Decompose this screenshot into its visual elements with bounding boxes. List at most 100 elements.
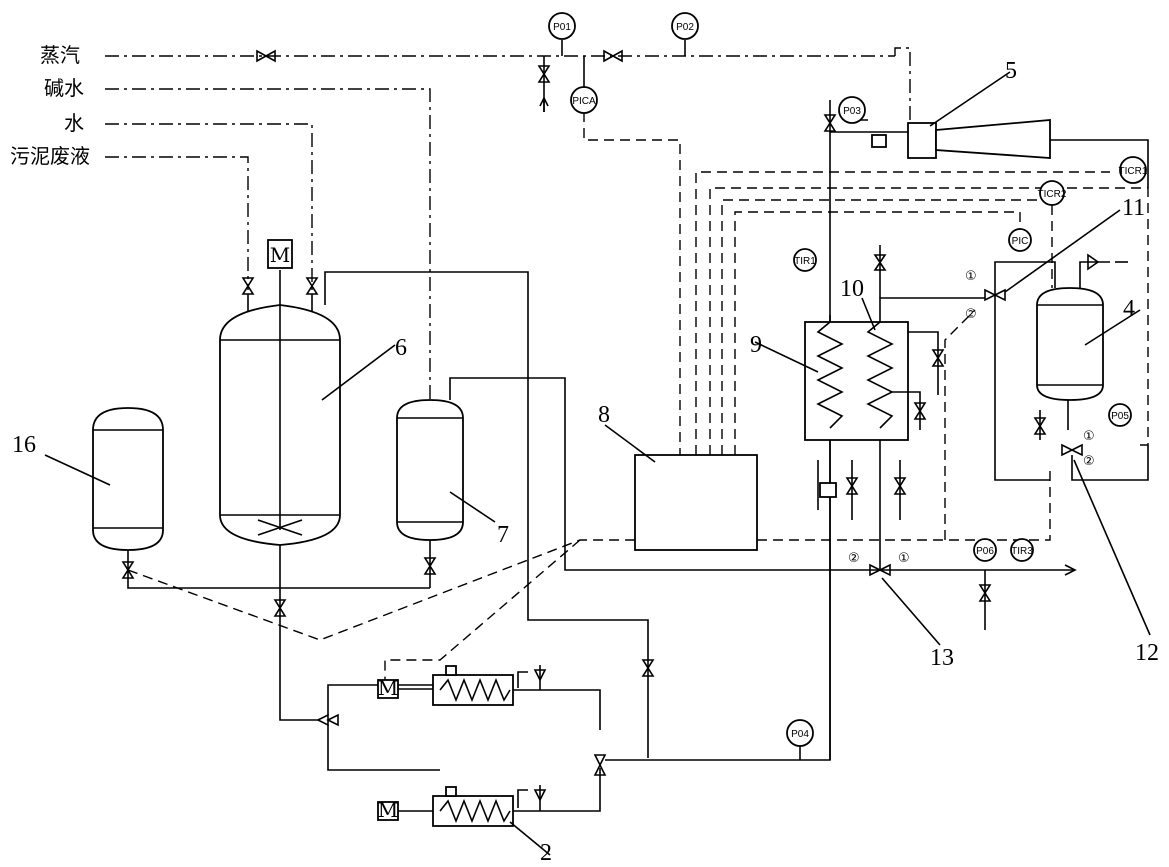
pica-controller [570, 86, 598, 114]
pump-a-relief [517, 671, 528, 688]
p06-label: P06 [976, 546, 994, 557]
steam-drain-arrow [539, 97, 549, 112]
return-valve[interactable] [641, 659, 655, 677]
pump-b-discharge [513, 768, 601, 812]
valve-12[interactable] [1061, 443, 1083, 457]
p05-label: P05 [1111, 411, 1129, 422]
pic-label: PIC [1012, 236, 1029, 247]
agitator-motor [267, 239, 293, 269]
pump-a-screw [439, 677, 511, 703]
p01-gauge [548, 12, 576, 40]
ejector-5: 5 TICR1 [907, 58, 1149, 188]
pump-3way-valve[interactable] [316, 713, 339, 727]
hx-drain-valve-2[interactable] [913, 402, 927, 420]
water-line [105, 123, 313, 290]
input-lines [105, 47, 911, 400]
hx-drain-valve-1[interactable] [931, 349, 945, 367]
steam-drain-valve[interactable] [537, 65, 551, 83]
ejector-outlet [1050, 139, 1149, 188]
coil-10 [866, 321, 894, 429]
pump-number: 2 [540, 840, 552, 866]
water-valve[interactable] [305, 277, 319, 295]
tank-16-leader [44, 454, 111, 486]
sludge-valve[interactable] [241, 277, 255, 295]
sig-4 [734, 211, 1021, 455]
valve-13[interactable] [869, 563, 891, 577]
valve-12-number: 12 [1135, 640, 1159, 666]
tank-16-valve[interactable] [121, 561, 135, 579]
hx-10-number: 10 [840, 276, 864, 302]
p06-drain-valve[interactable] [978, 584, 992, 602]
valve-12-port-1: ① [1083, 429, 1095, 444]
valve-13-number: 13 [930, 645, 954, 671]
steam-valve-1[interactable] [256, 49, 276, 63]
tank-6-number: 6 [395, 335, 407, 361]
valve-13-port-2: ② [848, 551, 860, 566]
pump-suction [327, 684, 440, 771]
valve-11-leader [1004, 209, 1121, 293]
p01-label: P01 [553, 22, 571, 33]
pica-label: PICA [572, 96, 596, 107]
three-way-valves: PIC ① ② 11 ① ② 12 ② ① 13 P06 TIR3 [848, 195, 1159, 671]
hx-bottom-valve-1[interactable] [845, 477, 859, 495]
steam-trap [871, 134, 887, 148]
product-out-arrow [1064, 564, 1077, 576]
tank-7-valve[interactable] [423, 557, 437, 575]
coil-10-vent-valve[interactable] [873, 254, 887, 271]
tank6-inlet-valves [241, 277, 319, 312]
vessel-4-leader [1084, 309, 1141, 346]
pump-a-body [432, 674, 514, 706]
tank-6-bottom-valve[interactable] [273, 599, 287, 617]
agitator-motor-label: M [270, 243, 290, 267]
vessel-4-top-valve[interactable] [1087, 253, 1100, 271]
alkali-water-line [105, 88, 431, 400]
hx-shell [804, 321, 909, 441]
hx-drain-2 [892, 391, 921, 430]
tank-6-overflow-line [324, 271, 649, 758]
p03-label: P03 [843, 106, 861, 117]
p03-gauge [838, 96, 866, 124]
hx-bottom-drains [851, 460, 901, 520]
pump-b-vent-valve[interactable] [533, 789, 547, 802]
ejector-number: 5 [1005, 58, 1017, 84]
pumps: M M 2 P04 [316, 315, 831, 866]
steam-label: 蒸汽 [40, 43, 80, 67]
discharge-3way-valve[interactable] [593, 754, 607, 776]
p05-gauge [1108, 403, 1132, 427]
tank-7-line [449, 377, 1075, 571]
vessel-4-drain-valve[interactable] [1033, 417, 1047, 435]
valve-12-port-2: ② [1083, 454, 1095, 469]
hx-drain-1 [908, 331, 939, 395]
valve11-signal [944, 309, 976, 540]
agitator-blade [257, 519, 303, 536]
steam-valve-2[interactable] [603, 49, 623, 63]
tir3-gauge [1010, 538, 1034, 562]
input-labels: 蒸汽 碱水 水 污泥废液 [10, 43, 90, 168]
valve-12-return [1071, 445, 1149, 481]
hx-bottom-valve-2[interactable] [893, 477, 907, 495]
tank-6: M 6 [219, 239, 655, 758]
pump-leader [509, 821, 551, 856]
water-label: 水 [64, 111, 84, 135]
steam-instruments: P01 P02 PICA [548, 12, 699, 114]
tir1-label: TIR1 [794, 256, 816, 267]
vent-valve[interactable] [823, 114, 837, 132]
pump-a-motor-label: M [378, 676, 398, 700]
tank-6-leader [321, 344, 396, 401]
tank-16-number: 16 [12, 432, 36, 458]
valve-12-leader [1073, 459, 1151, 636]
pump-a-vent-valve[interactable] [533, 669, 547, 682]
p04-gauge [786, 719, 814, 747]
valve-11-number: 11 [1122, 195, 1145, 221]
vessel-4-number: 4 [1123, 296, 1135, 322]
level-signal-1 [127, 539, 635, 641]
pump-b-motor-label: M [378, 798, 398, 822]
pic-gauge [1008, 228, 1032, 252]
valve-11[interactable] [984, 288, 1006, 302]
heat-exchanger: 9 10 P03 TIR1 [750, 96, 985, 760]
ticr-signal [757, 470, 1051, 541]
inlet-drops [247, 294, 313, 312]
tank-16: 16 [12, 407, 430, 589]
pump-a-discharge [513, 689, 601, 730]
